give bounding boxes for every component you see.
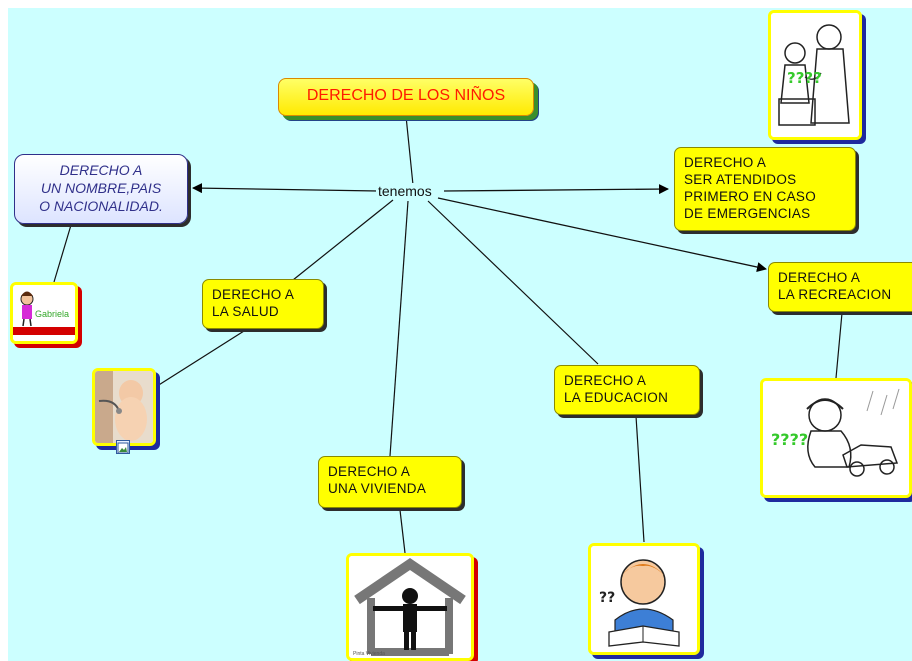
link-to-educacion	[427, 200, 599, 365]
recreation-caption: ????	[771, 430, 808, 449]
link-to-atendidos	[443, 184, 669, 195]
node-recreacion-label: DERECHO A LA RECREACION	[778, 270, 892, 302]
education-caption: ??	[599, 590, 615, 606]
image-attachment-icon[interactable]	[116, 440, 130, 454]
recreation-image[interactable]: ????	[760, 378, 912, 498]
node-salud-label: DERECHO A LA SALUD	[212, 287, 295, 319]
link-recreacion-image	[835, 312, 843, 379]
doctor-image[interactable]: ????	[768, 10, 862, 140]
nationality-caption: Gabriela	[35, 309, 69, 319]
linking-phrase[interactable]: tenemos	[376, 183, 434, 199]
node-recreacion[interactable]: DERECHO A LA RECREACION	[768, 262, 912, 312]
node-atendidos-label: DERECHO A SER ATENDIDOS PRIMERO EN CASO …	[684, 155, 817, 221]
nationality-image[interactable]: Gabriela	[10, 282, 78, 344]
doctor-caption: ????	[787, 69, 822, 87]
title-node[interactable]: DERECHO DE LOS NIÑOS	[278, 78, 534, 116]
house-image[interactable]: Pinta Vivienda	[346, 553, 474, 661]
node-nombre-label: DERECHO A UN NOMBRE,PAIS O NACIONALIDAD.	[39, 162, 163, 214]
concept-map-canvas: DERECHO DE LOS NIÑOS tenemos DERECHO A U…	[8, 8, 912, 661]
education-image[interactable]: ??	[588, 543, 700, 655]
connector-lines	[53, 115, 843, 554]
link-vivienda-image	[399, 509, 406, 554]
health-image[interactable]	[92, 368, 156, 446]
title-label: DERECHO DE LOS NIÑOS	[306, 87, 506, 104]
house-caption: Pinta Vivienda	[353, 651, 385, 657]
node-educacion[interactable]: DERECHO A LA EDUCACION	[554, 365, 700, 415]
link-title-to-tenemos	[405, 115, 414, 186]
link-to-vivienda	[389, 200, 409, 457]
link-salud-image	[153, 330, 245, 389]
link-educacion-image	[635, 415, 645, 543]
node-vivienda-label: DERECHO A UNA VIVIENDA	[328, 464, 427, 496]
link-to-nombre	[192, 183, 379, 194]
link-to-salud	[292, 199, 394, 281]
node-atendidos[interactable]: DERECHO A SER ATENDIDOS PRIMERO EN CASO …	[674, 147, 856, 231]
link-to-recreacion	[437, 197, 767, 272]
node-nombre[interactable]: DERECHO A UN NOMBRE,PAIS O NACIONALIDAD.	[14, 154, 188, 224]
node-educacion-label: DERECHO A LA EDUCACION	[564, 373, 669, 405]
node-vivienda[interactable]: DERECHO A UNA VIVIENDA	[318, 456, 462, 508]
link-nombre-image	[53, 224, 72, 283]
node-salud[interactable]: DERECHO A LA SALUD	[202, 279, 324, 329]
